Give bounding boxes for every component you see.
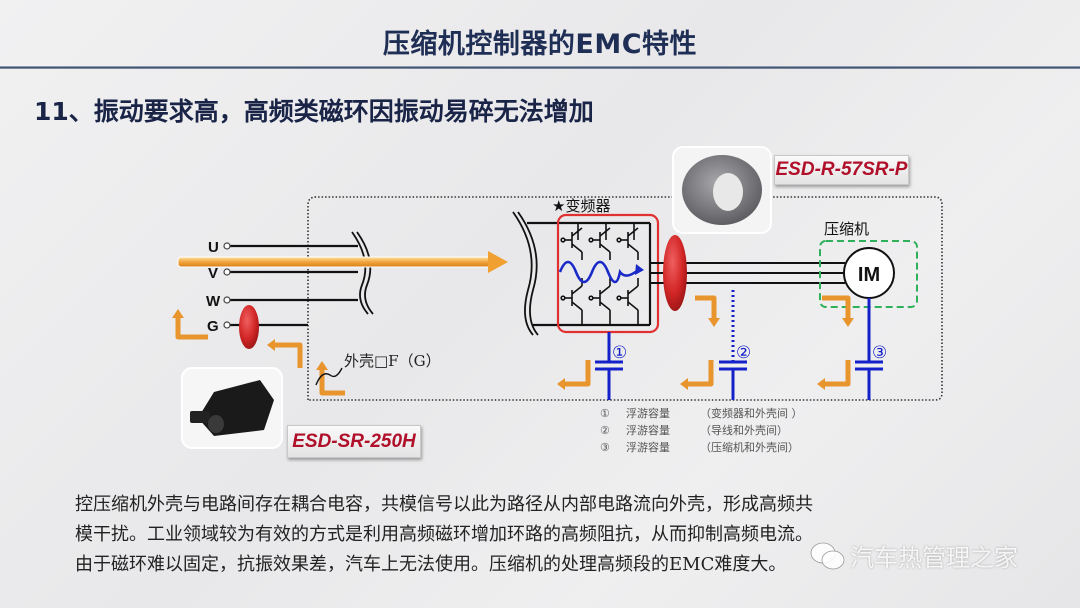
clamp-core-image: [181, 367, 283, 449]
capacitor-marker-3: ③: [872, 343, 887, 363]
ferrite-ring-image: [672, 146, 772, 234]
return-current-arrows: [175, 295, 851, 396]
inverter-label: ★变频器: [552, 197, 610, 215]
slide-subtitle: 11、振动要求高，高频类磁环因振动易碎无法增加: [34, 97, 594, 126]
body-line: 模干扰。工业领域较为有效的方式是利用高频磁环增加环路的高频阻抗，从而抑制高频电流…: [75, 524, 813, 545]
body-line: 由于磁环难以固定，抗振效果差，汽车上无法使用。压缩机的处理高频段的EMC难度大。: [75, 554, 787, 575]
slide-title: 压缩机控制器的EMC特性: [382, 29, 698, 60]
return-arrowheads: [172, 309, 854, 390]
noise-wave-icon: [558, 260, 639, 284]
terminal-u-label: U: [208, 239, 219, 256]
inverter-switches: [560, 223, 639, 325]
product-label-clamp: ESD-SR-250H: [287, 425, 421, 458]
terminal-v-label: V: [208, 265, 218, 282]
product-label-ring: ESD-R-57SR-P: [774, 155, 909, 185]
body-line: 控压缩机外壳与电路间存在耦合电容，共模信号以此为路径从内部电路流向外壳，形成高频…: [75, 494, 813, 515]
capacitor-marker-2: ②: [736, 343, 751, 363]
title-divider: [0, 66, 1080, 69]
housing-boundary: [307, 196, 943, 401]
terminal-w-label: W: [206, 293, 221, 310]
common-mode-arrow-icon: [177, 251, 508, 273]
compressor-label: 压缩机: [824, 220, 869, 238]
housing-label: 外壳□F（G）: [344, 352, 441, 370]
terminal-g-label: G: [207, 318, 219, 335]
stray-capacitors: [595, 290, 883, 400]
watermark: 汽车热管理之家: [850, 544, 1018, 572]
capacitor-marker-1: ①: [612, 343, 627, 363]
wechat-icon: [810, 542, 845, 570]
line-break-symbol: [351, 211, 539, 336]
motor-label: IM: [858, 264, 880, 286]
terminal-circles: [223, 242, 231, 329]
ferrite-core-output: [663, 235, 687, 311]
ferrite-core-ground: [239, 305, 259, 349]
body-paragraph: 控压缩机外壳与电路间存在耦合电容，共模信号以此为路径从内部电路流向外壳，形成高频…: [75, 490, 1035, 580]
